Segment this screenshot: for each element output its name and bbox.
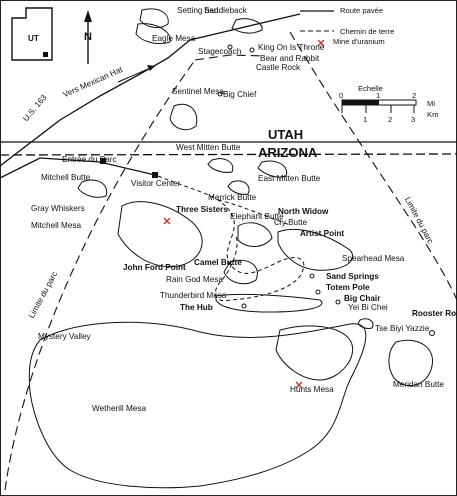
place-hunts-mesa: Hunts Mesa — [290, 385, 334, 394]
inset-location-marker — [43, 52, 48, 57]
place-thunderbird-mesa: Thunderbird Mesa — [160, 291, 227, 300]
place-john-ford-point: John Ford Point — [123, 263, 186, 272]
place-mitchell-mesa: Mitchell Mesa — [31, 221, 82, 230]
eagle-mesa-outline — [135, 23, 171, 45]
tse-biyi-yazzie-outline — [357, 318, 374, 329]
legend-uranium-mine: Mine d'uranium — [333, 37, 385, 46]
place-setting-hen: Setting hen — [177, 6, 219, 15]
scale-mi-2: 2 — [412, 91, 417, 100]
saddleback-outline — [231, 18, 263, 34]
visitor-center-marker — [152, 172, 158, 178]
east-mitten-outline — [257, 160, 288, 178]
meridan-butte-outline — [388, 339, 433, 387]
place-camel-butte: Camel Butte — [194, 258, 242, 267]
scale-mi-unit: Mi — [427, 99, 436, 108]
place-three-sisters: Three Sisters — [176, 205, 228, 214]
north-arrow-icon — [84, 10, 92, 64]
place-spearhead-mesa: Spearhead Mesa — [342, 254, 405, 263]
scale-mi-1: 1 — [376, 91, 381, 100]
place-castle-rock: Castle Rock — [256, 63, 301, 72]
place-mystery-valley: Mystery Valley — [38, 332, 91, 341]
park-limit-east — [289, 31, 457, 301]
legend-dirt-road: Chemin de terre — [340, 27, 395, 36]
scale-mi-0: 0 — [339, 91, 344, 100]
park-entrance-label: Entrée du Parc — [62, 155, 117, 164]
place-big-chief: Big Chief — [223, 90, 257, 99]
place-eagle-mesa: Eagle Mesa — [152, 34, 196, 43]
rain-god-mesa-outline — [223, 259, 258, 285]
dirt-road-east — [217, 199, 291, 226]
place-gray-whiskers: Gray Whiskers — [31, 204, 85, 213]
scale-km-3: 3 — [411, 115, 416, 124]
park-access-road — [0, 157, 156, 179]
place-meridan-butte: Meridan Butte — [393, 380, 444, 389]
place-elephant-butte: Elephant Butte — [230, 212, 284, 221]
park-limit-north — [194, 54, 266, 61]
park-entrance-marker — [100, 158, 106, 164]
place-wetherill-mesa: Wetherill Mesa — [92, 404, 146, 413]
place-big-chair: Big Chair — [344, 294, 381, 303]
terrain-outlines — [28, 8, 435, 489]
legend-paved-road: Route pavée — [340, 6, 384, 15]
mitchell-mesa-outline — [117, 201, 203, 268]
place-the-hub: The Hub — [180, 303, 213, 312]
rooster-rock-outline — [429, 330, 435, 336]
park-limit-west — [4, 59, 196, 491]
north-label: N — [84, 31, 92, 43]
place-bear-and-rabbit: Bear and Rabbit — [260, 54, 320, 63]
place-west-mitten-butte: West Mitten Butte — [176, 143, 241, 152]
place-stagecoach: Stagecoach — [198, 47, 242, 56]
scale-km-unit: Km — [427, 110, 439, 119]
dirt-road-loop — [157, 175, 305, 302]
point-markers — [217, 44, 341, 309]
place-north-widow: North Widow — [278, 207, 329, 216]
place-sentinel-mesa: Sentinel Mesa — [172, 87, 224, 96]
place-tse-biyi-yazzie: Tse Biyi Yazzie — [375, 324, 430, 333]
utah-inset-map — [11, 7, 53, 61]
scale-bar — [341, 99, 417, 113]
scale-title: Echelle — [358, 84, 383, 93]
uranium-mine-icon — [163, 217, 171, 225]
place-totem-pole: Totem Pole — [326, 283, 370, 292]
sentinel-mesa-outline — [169, 103, 198, 131]
spearhead-mesa-outline — [277, 228, 353, 271]
state-label-utah: UTAH — [268, 127, 304, 142]
inset-state-label: UT — [28, 34, 39, 43]
merrick-butte-outline — [227, 180, 250, 195]
west-mitten-outline — [207, 158, 234, 173]
place-rooster-rock: Rooster Rock — [412, 309, 457, 318]
mitchell-butte-outline — [77, 179, 108, 198]
place-sand-springs: Sand Springs — [326, 272, 379, 281]
scale-km-1: 1 — [363, 115, 368, 124]
elephant-butte-outline — [237, 222, 273, 247]
uranium-mine-icon — [295, 381, 303, 389]
uranium-mine-icon — [317, 39, 325, 47]
hunts-mesa-outline — [275, 325, 354, 381]
place-merrick-butte: Merrick Butte — [208, 193, 257, 202]
place-yei-bi-chei: Yei Bi Chei — [348, 303, 388, 312]
scale-km-2: 2 — [388, 115, 393, 124]
place-king-on-his-throne: King On Is Throne — [258, 43, 325, 52]
place-artist-point: Artist Point — [300, 229, 345, 238]
place-cly-butte: Cly Butte — [274, 218, 308, 227]
place-rain-god-mesa: Rain God Mesa — [166, 275, 223, 284]
place-east-mitten-butte: East Mitten Butte — [258, 174, 321, 183]
place-saddleback: Saddleback — [204, 6, 247, 15]
thunderbird-mesa-outline — [215, 293, 323, 313]
place-visitor-center: Visitor Center — [131, 179, 181, 188]
place-mitchell-butte: Mitchell Butte — [41, 173, 91, 182]
state-label-arizona: ARIZONA — [258, 145, 318, 160]
state-border-dashed — [0, 153, 457, 156]
southern-mesa-outline — [28, 321, 367, 489]
